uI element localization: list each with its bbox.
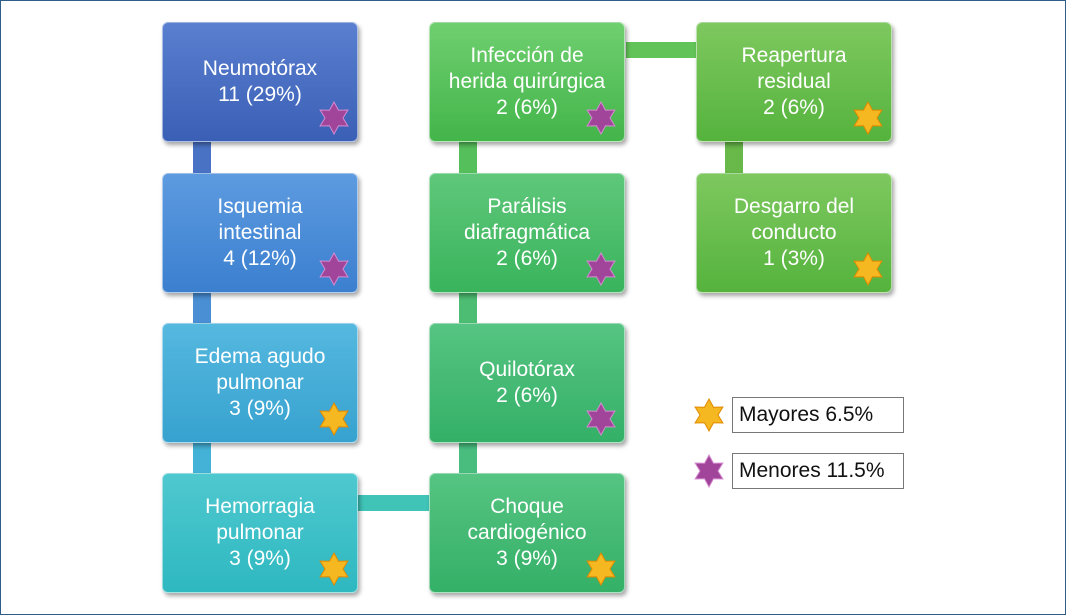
node-line: diafragmática	[463, 221, 591, 244]
node-line: pulmonar	[216, 521, 304, 544]
node-edema: Edema agudo pulmonar 3 (9%)	[162, 323, 358, 443]
node-line: Desgarro del	[733, 195, 855, 218]
node-line: Choque	[490, 495, 564, 518]
node-line: cardiogénico	[467, 521, 587, 544]
connector-edema-hemorragia	[193, 440, 211, 476]
connector-isquemia-edema	[193, 288, 211, 326]
node-line: herida quirúrgica	[448, 70, 606, 93]
gold-star-icon	[586, 552, 616, 586]
node-line: Edema agudo	[194, 345, 326, 368]
gold-star-icon	[319, 402, 349, 436]
node-infeccion: Infección de herida quirúrgica 2 (6%)	[429, 22, 625, 142]
legend-menores: Menores 11.5%	[732, 453, 904, 489]
legend-purple-star-icon	[694, 454, 724, 488]
purple-star-icon	[586, 101, 616, 135]
node-line: Quilotórax	[479, 358, 575, 381]
node-desgarro: Desgarro del conducto 1 (3%)	[696, 173, 892, 293]
node-line: Hemorragia	[205, 495, 315, 518]
node-line: residual	[757, 70, 831, 93]
node-line: 2 (6%)	[496, 96, 558, 119]
legend-mayores: Mayores 6.5%	[732, 397, 904, 433]
node-line: 2 (6%)	[763, 96, 825, 119]
purple-star-icon	[319, 252, 349, 286]
node-line: Parálisis	[487, 195, 567, 218]
connector-hemorragia-choque	[358, 495, 430, 511]
node-neumotorax: Neumotórax 11 (29%)	[162, 22, 358, 142]
connector-neumotorax-isquemia	[193, 140, 211, 176]
node-hemorragia: Hemorragia pulmonar 3 (9%)	[162, 473, 358, 593]
node-line: 4 (12%)	[223, 247, 297, 270]
node-line: Neumotórax	[202, 57, 318, 80]
node-choque: Choque cardiogénico 3 (9%)	[429, 473, 625, 593]
gold-star-icon	[853, 101, 883, 135]
connector-reapertura-desgarro	[725, 140, 743, 176]
node-line: 11 (29%)	[218, 83, 302, 106]
connector-choque-quilotorax	[459, 440, 477, 476]
gold-star-icon	[853, 252, 883, 286]
node-line: intestinal	[218, 221, 302, 244]
purple-star-icon	[586, 402, 616, 436]
node-line: conducto	[751, 221, 837, 244]
node-reapertura: Reapertura residual 2 (6%)	[696, 22, 892, 142]
node-line: 1 (3%)	[763, 247, 825, 270]
node-line: 3 (9%)	[229, 547, 291, 570]
node-paralisis: Parálisis diafragmática 2 (6%)	[429, 173, 625, 293]
node-line: Reapertura	[741, 44, 847, 67]
purple-star-icon	[586, 252, 616, 286]
node-line: 3 (9%)	[229, 397, 291, 420]
purple-star-icon	[319, 101, 349, 135]
gold-star-icon	[319, 552, 349, 586]
legend-gold-star-icon	[694, 398, 724, 432]
node-line: 2 (6%)	[496, 247, 558, 270]
connector-infeccion-reapertura	[626, 42, 698, 58]
node-isquemia: Isquemia intestinal 4 (12%)	[162, 173, 358, 293]
node-line: pulmonar	[216, 371, 304, 394]
connector-paralisis-infeccion	[459, 140, 477, 176]
connector-quilotorax-paralisis	[459, 288, 477, 326]
node-line: Infección de	[470, 44, 584, 67]
node-line: 2 (6%)	[496, 384, 558, 407]
node-line: Isquemia	[217, 195, 303, 218]
node-quilotorax: Quilotórax 2 (6%)	[429, 323, 625, 443]
node-line: 3 (9%)	[496, 547, 558, 570]
